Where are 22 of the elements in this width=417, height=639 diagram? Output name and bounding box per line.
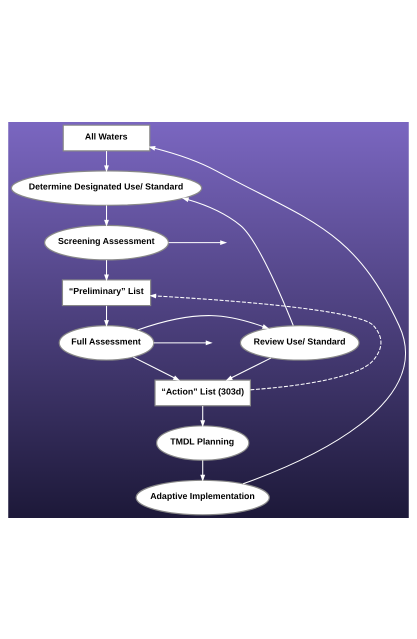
arrow <box>104 204 109 226</box>
node-box: “Action” List (303d) <box>154 379 252 406</box>
arrow <box>104 150 109 172</box>
node-ellipse: Determine Designated Use/ Standard <box>10 170 202 206</box>
node-ellipse: Full Assessment <box>58 324 154 360</box>
arrow <box>182 196 294 326</box>
arrow <box>200 460 206 482</box>
arrow <box>148 146 406 484</box>
arrow <box>104 260 109 281</box>
node-box: “Preliminary” List <box>62 278 152 306</box>
arrow <box>133 356 180 380</box>
arrow <box>154 340 213 345</box>
arrow <box>200 406 206 427</box>
node-box: All Waters <box>62 124 150 151</box>
arrow <box>104 305 109 326</box>
node-ellipse: TMDL Planning <box>156 424 250 460</box>
node-ellipse: Adaptive Implementation <box>136 479 270 515</box>
node-ellipse: Screening Assessment <box>44 224 170 260</box>
arrow <box>138 314 270 330</box>
arrow <box>149 293 382 390</box>
arrow <box>226 357 272 380</box>
arrow <box>168 240 228 245</box>
